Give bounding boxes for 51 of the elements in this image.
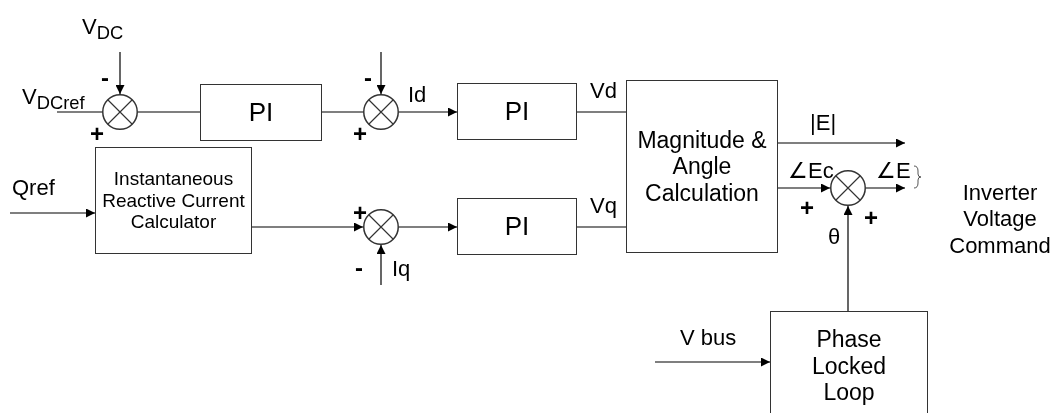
signal-label: Vd (590, 80, 617, 102)
signal-label: V bus (680, 327, 737, 349)
sign-label: + (864, 206, 878, 230)
signal-label: V$_{DC}$ (82, 16, 124, 43)
summing-junction (102, 94, 138, 130)
arrow (115, 51, 125, 95)
output-label: Inverter Voltage Command (948, 180, 1052, 260)
connector-line (576, 226, 627, 228)
signal-label: Iq (392, 258, 411, 280)
arrow (9, 208, 96, 218)
block (457, 198, 577, 255)
block (200, 84, 322, 141)
connector-line (321, 111, 364, 113)
block-label: PI (504, 96, 530, 127)
connector-line (56, 111, 103, 113)
signal-label: Vq (590, 195, 617, 217)
connector-line (137, 111, 201, 113)
arrow (843, 205, 853, 312)
block (95, 147, 252, 254)
sign-label: - (101, 66, 109, 90)
block (626, 80, 778, 253)
block-label: PI (248, 97, 274, 128)
signal-label: V$_{DCref}$ (22, 86, 85, 113)
arrow (398, 222, 458, 232)
block-label: Phase Locked Loop (810, 326, 888, 406)
connector-line (576, 111, 627, 113)
signal-label: θ (828, 226, 841, 248)
arrow (251, 222, 364, 232)
signal-label: Id (408, 84, 427, 106)
block (770, 311, 928, 413)
block-label: Magnitude & Angle Calculation (637, 126, 767, 207)
sign-label: - (364, 66, 372, 90)
sign-label: + (90, 122, 104, 146)
arrow (654, 357, 771, 367)
block (457, 83, 577, 140)
arrow (865, 183, 906, 193)
sign-label: + (800, 196, 814, 220)
sign-label: - (355, 256, 363, 280)
signal-label: Qref (12, 177, 55, 199)
arrow (777, 138, 906, 148)
signal-label: |E| (810, 112, 837, 134)
arrow (376, 244, 386, 286)
arrow (777, 183, 831, 193)
signal-label: ∠E (876, 160, 911, 182)
block-label: Instantaneous Reactive Current Calculator (101, 167, 246, 234)
signal-label: ∠Ec (788, 160, 834, 182)
arrow (398, 107, 458, 117)
arrow (376, 51, 386, 95)
block-label: PI (504, 211, 530, 242)
sign-label: + (353, 122, 367, 146)
sign-label: + (353, 201, 367, 225)
